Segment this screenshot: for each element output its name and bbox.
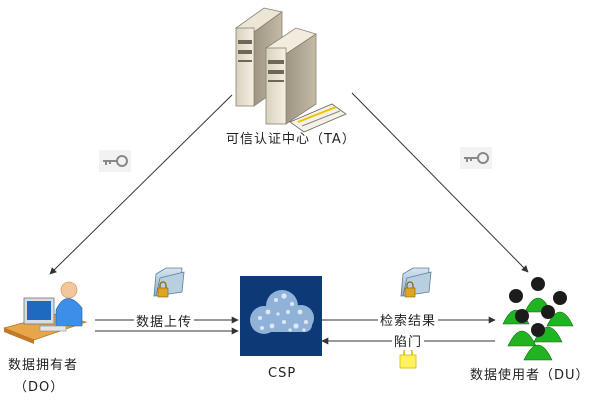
ta-to-do-arrow [49,94,233,275]
key-icon-left [99,150,131,172]
locked-folder-icon-left [153,267,185,298]
ta-to-du-arrow [351,92,529,273]
locked-folder-icon-right [400,267,432,298]
upload-label: 数据上传 [134,311,195,330]
do-label-line1: 数据拥有者 [8,358,79,373]
trapdoor-label: 陷门 [392,331,425,350]
server-icon [235,7,347,133]
du-label: 数据使用者（DU） [470,368,590,383]
padlock-icon [399,347,417,369]
ta-label: 可信认证中心（TA） [226,132,356,147]
cloud-icon [240,276,322,356]
key-icon-right [460,147,492,169]
user-group-icon [502,277,574,361]
result-label: 检索结果 [378,310,439,329]
data-owner-icon [2,281,88,344]
do-label-line2: （DO） [14,380,65,395]
csp-label: CSP [268,366,297,381]
